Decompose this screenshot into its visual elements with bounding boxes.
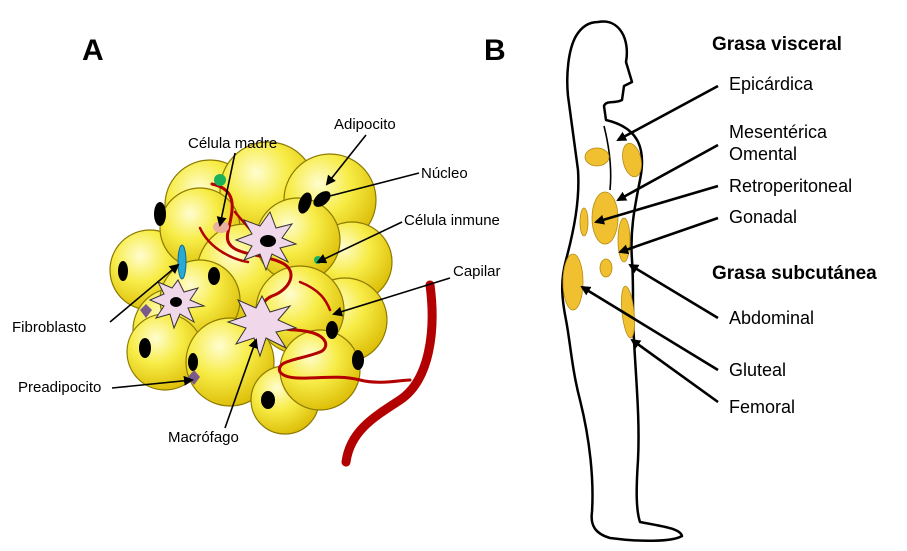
heading-grasa-subcutanea: Grasa subcutánea [712, 264, 877, 283]
adipocyte [280, 330, 360, 410]
gluteal-fat [563, 254, 583, 310]
label-retroperitoneal: Retroperitoneal [729, 177, 852, 195]
label-gluteal: Gluteal [729, 361, 786, 379]
label-epicardica: Epicárdica [729, 75, 813, 93]
retroperitoneal-fat [580, 208, 588, 236]
macrophage-nucleus [260, 235, 276, 247]
epicardial-fat [585, 148, 609, 166]
stem-cell [214, 174, 226, 186]
fibroblast-cell [178, 245, 186, 279]
panel-b-letter: B [484, 36, 506, 66]
macrophage-nucleus [170, 297, 182, 307]
label-capilar: Capilar [453, 264, 501, 279]
label-femoral: Femoral [729, 398, 795, 416]
label-nucleo: Núcleo [421, 166, 468, 181]
label-celula-madre: Célula madre [188, 136, 277, 151]
label-mesenterica: Mesentérica [729, 123, 827, 141]
panel-a-letter: A [82, 36, 104, 66]
gonadal-fat [600, 259, 612, 277]
label-preadipocito: Preadipocito [18, 380, 101, 395]
label-celula-inmune: Célula inmune [404, 213, 500, 228]
label-fibroblasto: Fibroblasto [12, 320, 86, 335]
heading-grasa-visceral: Grasa visceral [712, 35, 842, 54]
label-omental: Omental [729, 145, 797, 163]
label-abdominal: Abdominal [729, 309, 814, 327]
label-adipocito: Adipocito [334, 117, 396, 132]
label-macrofago: Macrófago [168, 430, 239, 445]
adipocyte-cluster [110, 142, 392, 434]
label-gonadal: Gonadal [729, 208, 797, 226]
abdominal-fat [618, 218, 630, 262]
